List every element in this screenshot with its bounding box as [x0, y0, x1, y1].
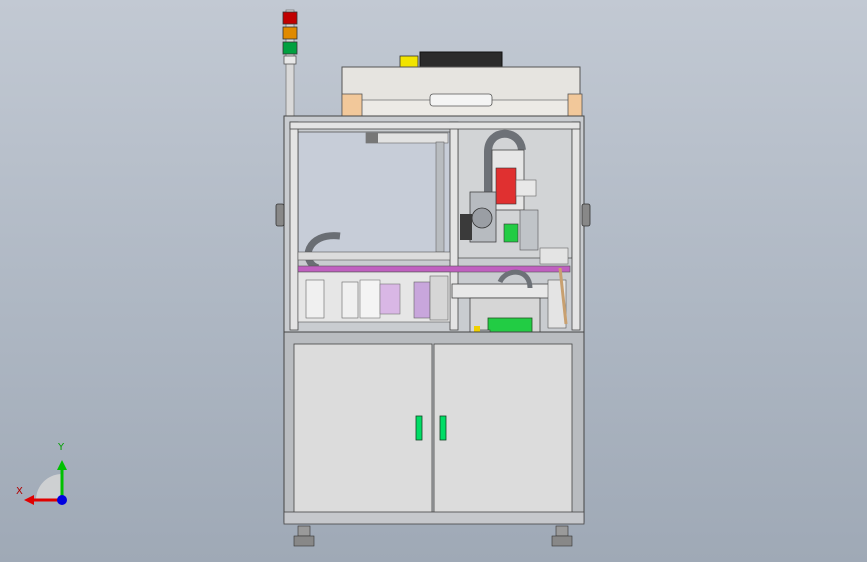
- cabinet-door-right[interactable]: [433, 343, 573, 515]
- x-axis-label: X: [16, 486, 23, 497]
- tower-light-amber: [282, 26, 298, 40]
- z-axis-dot: [57, 495, 67, 505]
- gantry-mechanism[interactable]: [460, 129, 569, 265]
- door-handle-left[interactable]: [415, 415, 423, 441]
- yellow-marker: [399, 55, 419, 69]
- tower-light-green: [282, 41, 298, 55]
- cabinet-door-left[interactable]: [293, 343, 433, 515]
- lower-cabinet[interactable]: [283, 331, 585, 547]
- upper-frame[interactable]: [275, 115, 591, 335]
- y-axis-label: Y: [58, 442, 65, 453]
- magenta-rail: [297, 265, 571, 273]
- door-handle-right[interactable]: [439, 415, 447, 441]
- tower-light-red: [282, 11, 298, 25]
- foot-right: [555, 525, 569, 537]
- hood-handle[interactable]: [429, 93, 493, 107]
- foot-left: [297, 525, 311, 537]
- axis-triad: [24, 460, 67, 505]
- top-hood[interactable]: [341, 51, 583, 126]
- signal-tower[interactable]: [282, 9, 298, 121]
- red-actuator: [495, 167, 517, 205]
